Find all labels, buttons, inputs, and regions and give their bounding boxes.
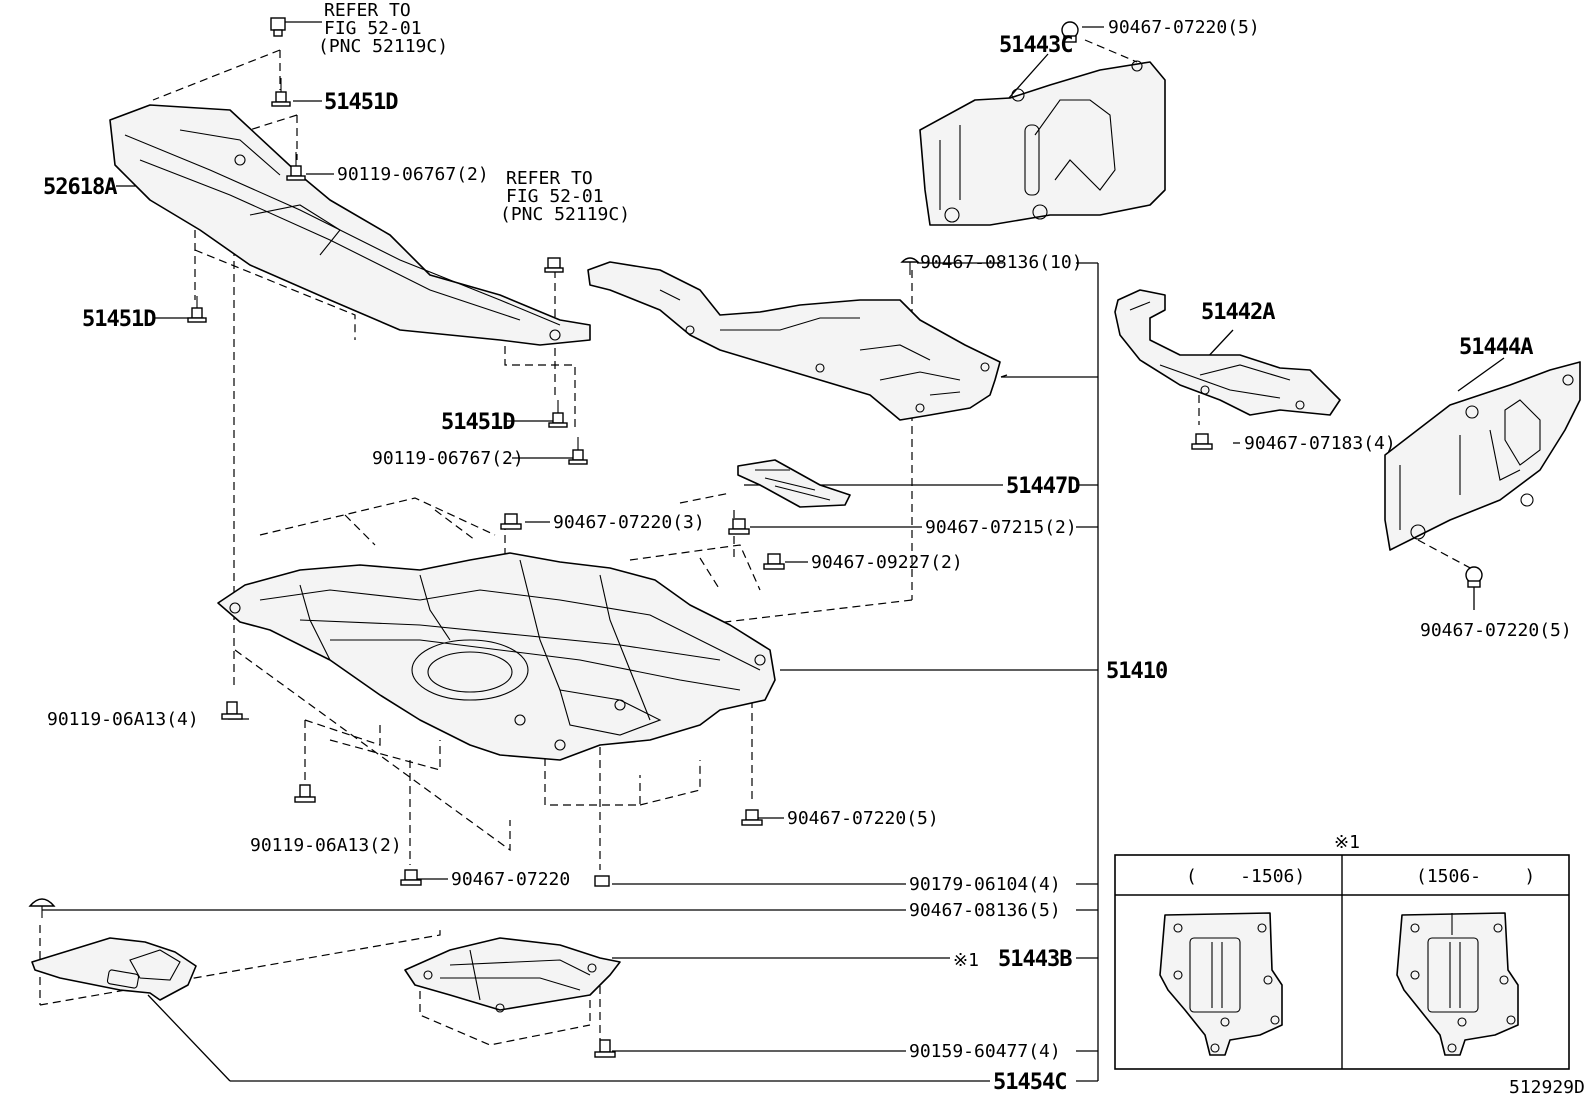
clip-icon	[763, 553, 785, 570]
inset-mark: ※1	[1334, 832, 1360, 853]
label-90467-07220-5-right: 90467-07220(5)	[1420, 620, 1572, 641]
part-51442A-shape	[1114, 289, 1341, 416]
bolt-icon	[568, 437, 588, 465]
bolt-icon	[271, 78, 291, 107]
label-90467-07215-2: 90467-07215(2)	[925, 517, 1077, 538]
clip-icon	[741, 809, 763, 826]
part-51443B-shape	[404, 937, 621, 1013]
part-52618A-shape	[109, 104, 591, 346]
variant-inset: ※1 ( -1506) (1506- )	[1114, 832, 1570, 1070]
label-90467-09227-2: 90467-09227(2)	[811, 552, 963, 573]
label-51442A: 51442A	[1201, 300, 1275, 325]
clip-icon	[1191, 433, 1213, 450]
svg-text:REFER TO: REFER TO	[506, 168, 593, 189]
part-51444A-shape	[1384, 361, 1581, 551]
refer-note-2: REFER TO FIG 52-01 (PNC 52119C)	[500, 168, 630, 225]
part-51410-shape	[217, 552, 776, 761]
label-90467-07220-3: 90467-07220(3)	[553, 512, 705, 533]
label-51443B-mark: ※1	[953, 950, 979, 971]
label-51447D: 51447D	[1006, 474, 1080, 499]
bolt-icon	[594, 1039, 616, 1058]
bolt-icon	[286, 152, 306, 181]
svg-text:FIG 52-01: FIG 52-01	[506, 186, 604, 207]
label-90119-06767-a: 90119-06767(2)	[337, 164, 489, 185]
label-90119-06A13-2: 90119-06A13(2)	[250, 835, 402, 856]
bolt-icon	[187, 296, 207, 323]
fasteners	[28, 17, 1483, 1058]
part-upper-cover-shape	[587, 261, 1001, 421]
label-90467-07220-5-top: 90467-07220(5)	[1108, 17, 1260, 38]
inset-plate-late	[1396, 912, 1519, 1056]
label-90467-08136-5: 90467-08136(5)	[909, 900, 1061, 921]
figure-code: 512929D	[1509, 1077, 1585, 1098]
label-52618A: 52618A	[43, 175, 117, 200]
label-51451D-mid: 51451D	[441, 410, 515, 435]
bolt-icon	[544, 257, 564, 273]
label-51454C: 51454C	[993, 1070, 1066, 1095]
label-90119-06A13-4: 90119-06A13(4)	[47, 709, 199, 730]
clip-icon	[728, 518, 750, 535]
inset-plate-early	[1159, 912, 1283, 1056]
inset-col-left: ( -1506)	[1186, 866, 1305, 887]
label-90179-06104-4: 90179-06104(4)	[909, 874, 1061, 895]
svg-text:(PNC 52119C): (PNC 52119C)	[318, 36, 448, 57]
label-51451D-top: 51451D	[324, 90, 398, 115]
bolt-icon	[294, 784, 316, 803]
part-51447D-shape	[737, 459, 851, 508]
svg-text:FIG 52-01: FIG 52-01	[324, 18, 422, 39]
label-90119-06767-b: 90119-06767(2)	[372, 448, 524, 469]
nut-icon	[594, 875, 610, 887]
part-51443C-shape	[919, 60, 1166, 226]
part-51454C-shape	[31, 937, 197, 1001]
bolt-icon	[548, 400, 568, 428]
bolt-icon	[270, 17, 286, 37]
label-51443B: 51443B	[998, 947, 1072, 972]
clip-icon	[28, 898, 56, 918]
clip-icon	[500, 513, 522, 530]
clip-icon	[400, 869, 422, 886]
label-90467-07220-5-bottom: 90467-07220(5)	[787, 808, 939, 829]
label-51410: 51410	[1106, 659, 1167, 684]
label-51444A: 51444A	[1459, 335, 1533, 360]
label-90467-08136-10: 90467-08136(10)	[920, 252, 1083, 273]
label-90467-07183-4: 90467-07183(4)	[1244, 433, 1396, 454]
label-90159-60477-4: 90159-60477(4)	[909, 1041, 1061, 1062]
clip-icon	[900, 257, 920, 275]
bolt-icon	[221, 701, 243, 720]
label-51451D-left: 51451D	[82, 307, 156, 332]
clip-icon	[1465, 566, 1483, 588]
svg-text:REFER TO: REFER TO	[324, 0, 411, 21]
svg-text:(PNC 52119C): (PNC 52119C)	[500, 204, 630, 225]
label-51443C: 51443C	[999, 33, 1072, 58]
label-90467-07220: 90467-07220	[451, 869, 570, 890]
refer-note-1: REFER TO FIG 52-01 (PNC 52119C)	[318, 0, 448, 57]
clip-icon	[1061, 21, 1079, 43]
inset-col-right: (1506- )	[1416, 866, 1535, 887]
